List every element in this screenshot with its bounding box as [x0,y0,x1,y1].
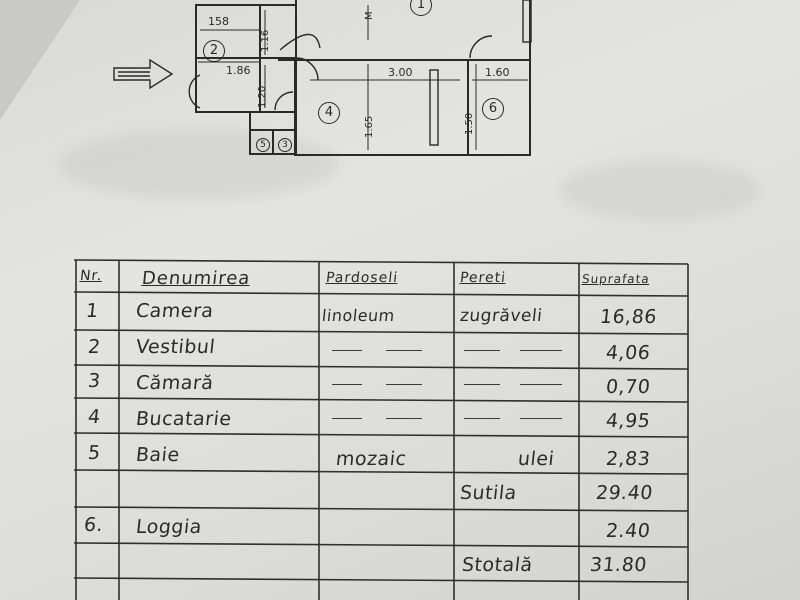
row-nr: 3 [86,370,102,392]
room-number-1: 1 [410,0,432,16]
ditto-mark [386,350,422,351]
page-fold-shadow [0,0,80,120]
paper-smudge [60,130,340,200]
column-header-name: Denumirea [140,268,252,289]
total-value: 31.80 [588,554,649,576]
ditto-mark [520,418,562,419]
ditto-mark [332,350,362,351]
row-nr: 4 [86,406,102,428]
room-number-5: 5 [256,138,270,152]
room-number-4: 4 [318,102,340,124]
row-name: Baie [134,444,181,466]
dimension-label: 1.60 [485,66,510,79]
row-nr: 5 [86,442,102,464]
row-walls: zugrăveli [458,306,544,326]
column-header-area: Suprafata [581,272,651,286]
row-area: 2,83 [604,448,652,470]
row-name: Camera [134,300,215,322]
ditto-mark [464,350,500,351]
row-nr: 6. [82,514,105,536]
dimension-label: 1.50 [464,112,475,135]
rooms-table: Nr. Denumirea Pardoseli Pereti Suprafata… [74,258,692,600]
dimension-label: 1.20 [257,85,268,108]
room-number-6: 6 [482,98,504,120]
column-header-nr: Nr. [79,268,104,284]
ditto-mark [332,418,362,419]
room-number-2: 2 [203,40,225,62]
column-header-walls: Pereti [459,270,507,286]
row-floor: mozaic [334,448,408,470]
row-nr: 2 [86,336,102,358]
table-grid [74,259,689,600]
floor-plan: 158 1.16 1.86 1.20 3.00 1.60 1.65 1.50 M… [110,0,550,175]
dimension-label: 1.86 [226,64,251,77]
room-number-3: 3 [278,138,292,152]
floor-plan-lines [113,0,532,156]
row-area: 4,95 [604,410,652,432]
row-area: 16,86 [598,306,659,328]
subtotal-label: Sutila [458,482,518,504]
row-name: Loggia [134,516,204,538]
row-floor: linoleum [321,306,396,325]
ditto-mark [520,350,562,351]
column-header-floor: Pardoseli [325,270,399,286]
ditto-mark [386,384,422,385]
dimension-label: 3.00 [388,66,413,79]
row-area: 2.40 [604,520,652,542]
row-name: Vestibul [134,336,217,358]
dimension-label: 1.16 [260,29,271,52]
ditto-mark [520,384,562,385]
ditto-mark [464,384,500,385]
row-name: Bucatarie [134,408,233,430]
row-name: Cămară [134,372,215,394]
paper-smudge [560,160,760,220]
dimension-label: M [364,11,375,20]
subtotal-value: 29.40 [594,482,655,504]
total-label: Stotală [460,554,534,576]
ditto-mark [386,418,422,419]
ditto-mark [464,418,500,419]
row-walls: ulei [516,448,556,470]
dimension-label: 158 [208,15,229,28]
dimension-label: 1.65 [364,115,375,138]
row-area: 4,06 [604,342,652,364]
row-area: 0,70 [604,376,652,398]
row-nr: 1 [84,300,100,322]
ditto-mark [332,384,362,385]
